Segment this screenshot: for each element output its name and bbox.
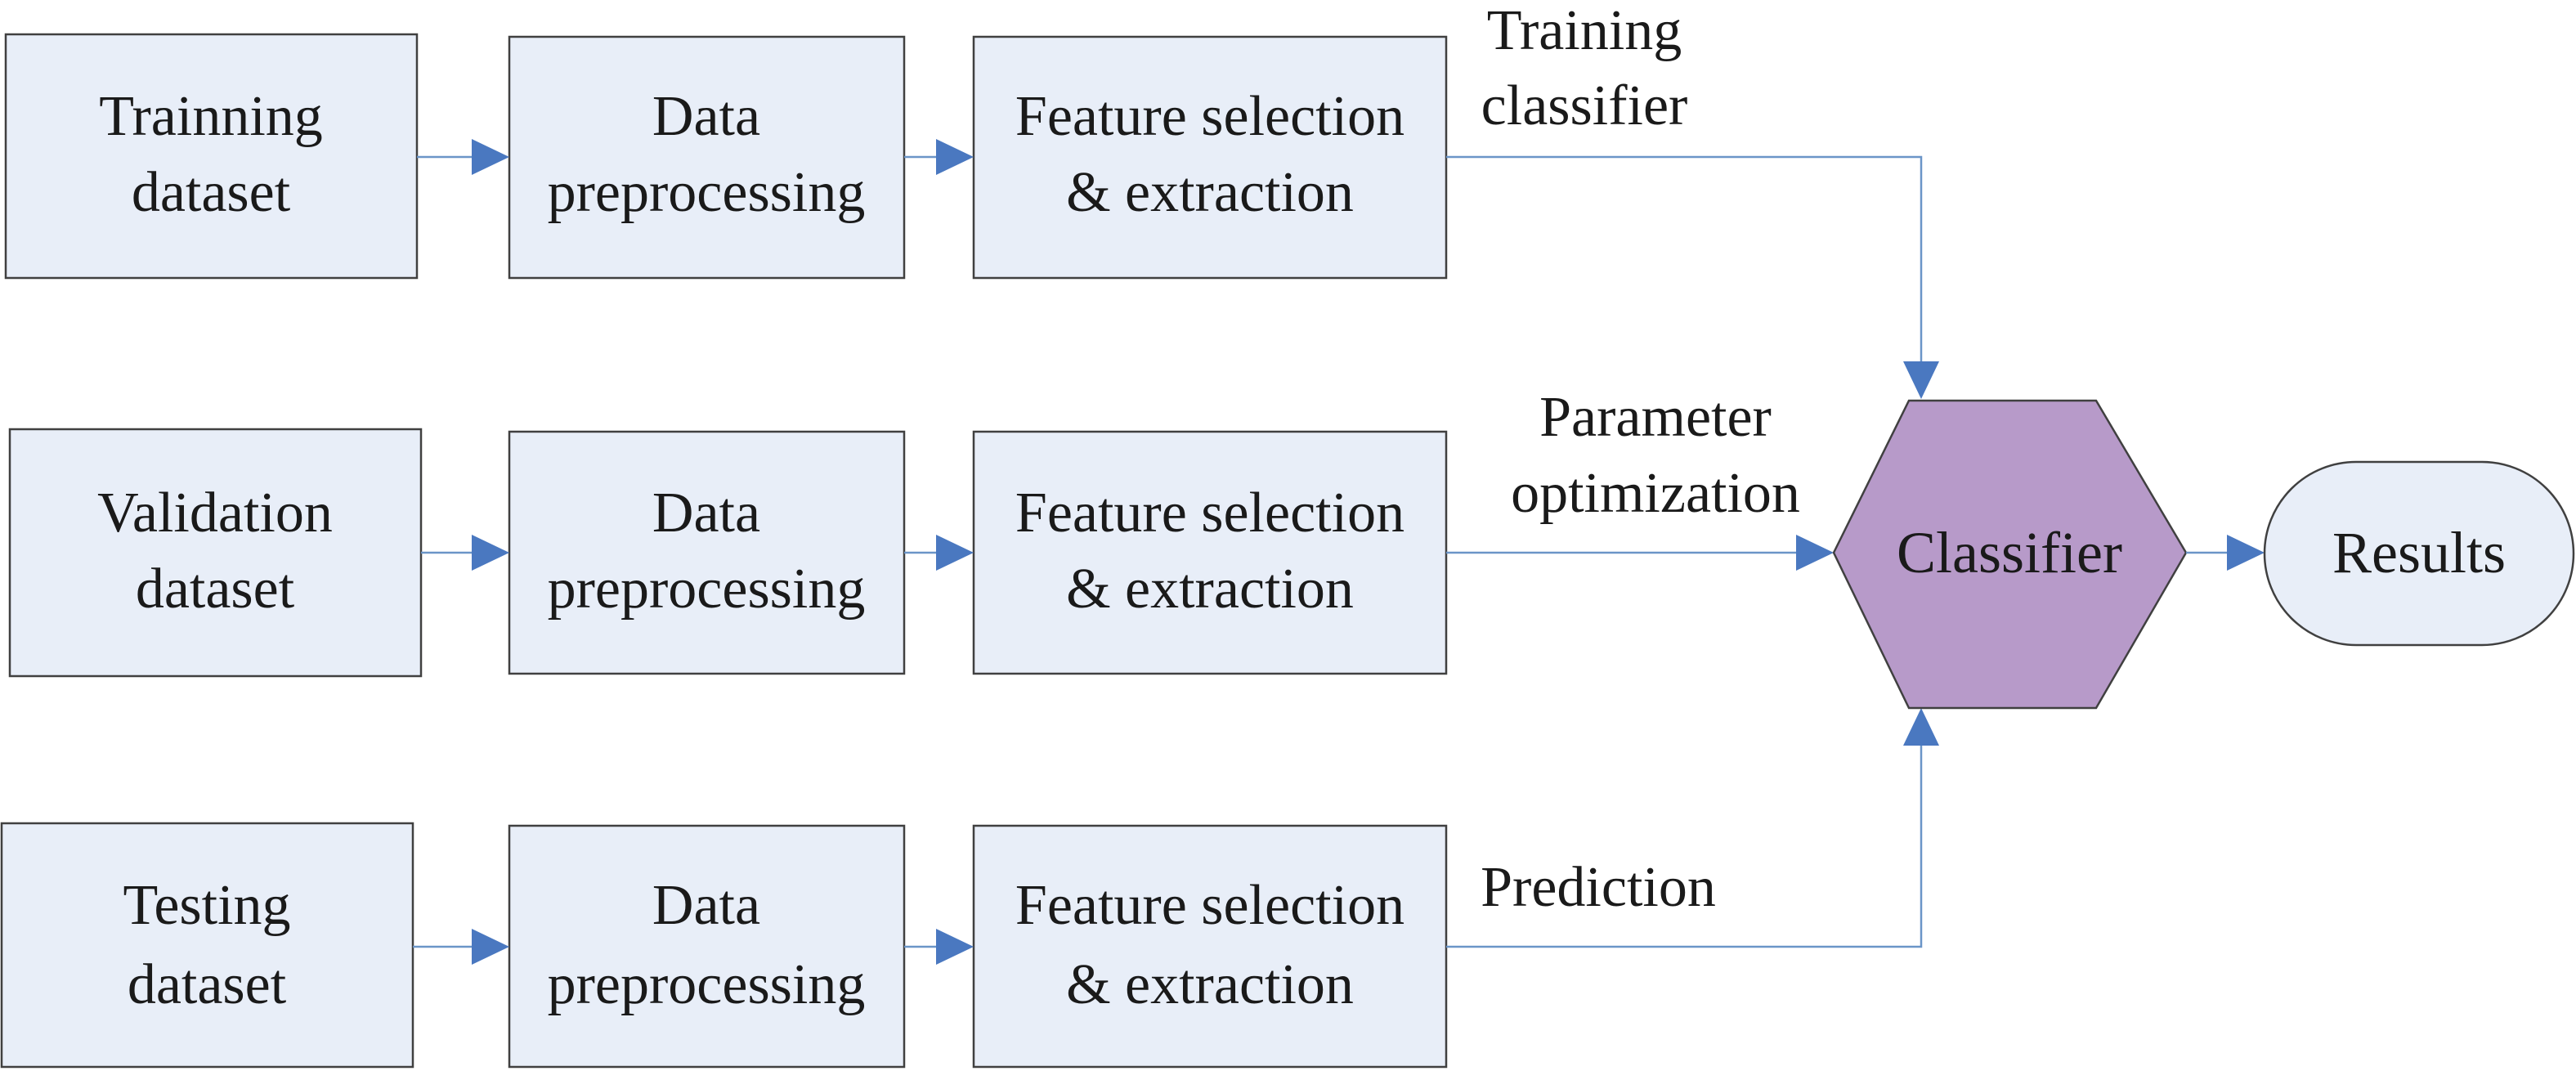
training-feature-to-classifier-arrowhead (1903, 361, 1939, 399)
classifier-node: Classifier (1832, 399, 2188, 710)
validation-preprocessing-box (508, 430, 906, 675)
validation-edge-label-line2: optimization (1511, 462, 1800, 525)
testing-preprocessing-label-line2: preprocessing (548, 953, 866, 1016)
classifier-label: Classifier (1897, 520, 2122, 585)
validation-dataset-label-line1: Validation (97, 482, 333, 544)
testing-edge-label-line1: Prediction (1481, 856, 1716, 919)
validation-preprocessing-label-line1: Data (652, 482, 760, 544)
row-validation: Validation dataset Data preprocessing Fe… (8, 386, 1834, 678)
training-edge-label-line2: classifier (1481, 74, 1688, 137)
training-preprocessing-label-line2: preprocessing (548, 161, 866, 224)
training-preprocessing-label-line1: Data (652, 85, 760, 148)
testing-feature-to-classifier-line (1446, 741, 1923, 948)
training-edge-label-line1: Training (1487, 0, 1682, 62)
validation-feature-label-line2: & extraction (1066, 558, 1354, 621)
training-feature-label-line2: & extraction (1066, 161, 1354, 224)
validation-dataset-box (8, 428, 423, 678)
validation-feature-to-classifier-arrowhead (1796, 535, 1834, 571)
testing-preprocessing-box (508, 824, 906, 1069)
testing-dataset-to-preprocessing-arrowhead (472, 929, 509, 965)
training-dataset-label-line1: Trainning (99, 85, 323, 148)
validation-edge-label-line1: Parameter (1539, 386, 1772, 449)
training-dataset-to-preprocessing-arrowhead (472, 139, 509, 175)
training-feature-box (972, 35, 1448, 280)
row-testing: Testing dataset Data preprocessing Featu… (0, 708, 1939, 1069)
row-training: Trainning dataset Data preprocessing Fea… (4, 0, 1939, 399)
validation-dataset-to-preprocessing-arrowhead (472, 535, 509, 571)
testing-feature-label-line2: & extraction (1066, 953, 1354, 1016)
validation-feature-box (972, 430, 1448, 675)
training-feature-label-line1: Feature selection (1015, 85, 1404, 148)
training-preprocessing-box (508, 35, 906, 280)
training-dataset-label-line2: dataset (132, 161, 291, 224)
testing-feature-to-classifier-arrowhead (1903, 708, 1939, 746)
training-preprocessing-to-feature-arrowhead (936, 139, 974, 175)
training-feature-to-classifier-line (1446, 155, 1923, 366)
testing-preprocessing-label-line1: Data (652, 874, 760, 937)
validation-preprocessing-label-line2: preprocessing (548, 558, 866, 621)
classifier-to-results-arrowhead (2227, 535, 2265, 571)
training-dataset-box (4, 33, 419, 280)
testing-preprocessing-to-feature-arrowhead (936, 929, 974, 965)
testing-dataset-label-line2: dataset (128, 953, 287, 1016)
validation-preprocessing-to-feature-arrowhead (936, 535, 974, 571)
results-label: Results (2332, 520, 2506, 585)
validation-feature-label-line1: Feature selection (1015, 482, 1404, 544)
results-terminal (2263, 460, 2575, 647)
results-node: Results (2263, 460, 2575, 647)
testing-feature-label-line1: Feature selection (1015, 874, 1404, 937)
testing-dataset-label-line1: Testing (123, 874, 290, 937)
testing-feature-box (972, 824, 1448, 1069)
validation-dataset-label-line2: dataset (136, 558, 295, 621)
testing-dataset-box (0, 822, 414, 1069)
